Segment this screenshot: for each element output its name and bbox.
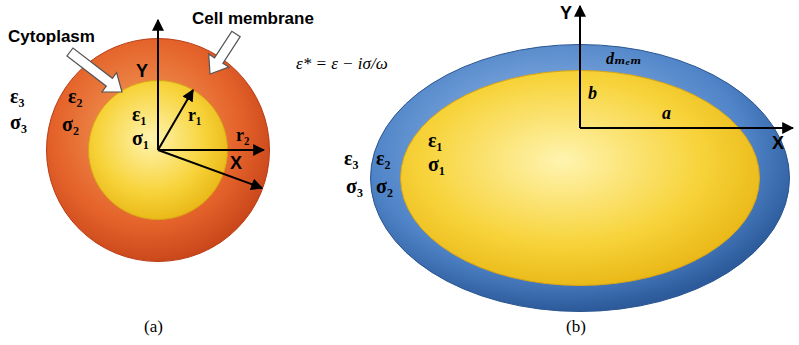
radius-label: r₁	[188, 106, 201, 124]
semi-axis-label: a	[662, 104, 671, 122]
axes-b	[580, 6, 793, 128]
permittivity-label: ε₃	[10, 86, 25, 106]
property-label: σ₁	[428, 154, 445, 174]
property-label: ε₂	[376, 148, 391, 168]
pointer-arrow	[67, 48, 122, 92]
property-label: ε₁	[132, 104, 147, 124]
permittivity-label: ε₃	[344, 148, 359, 168]
pointer-arrow	[209, 31, 241, 74]
property-label: dₘₑₘ	[606, 51, 642, 67]
y-axis	[157, 20, 159, 150]
radius-label: r₂	[236, 126, 249, 144]
x-axis	[580, 127, 793, 129]
conductivity-label: σ₃	[10, 112, 27, 132]
panel-label: (b)	[566, 318, 586, 335]
part-label: Cell membrane	[192, 10, 314, 27]
axis-label: X	[230, 154, 242, 172]
property-label: σ₂	[62, 114, 79, 134]
axis-label: X	[772, 134, 784, 152]
equation: ε* = ε − iσ/ω	[296, 55, 388, 72]
property-label: ε₂	[68, 86, 83, 106]
axis-label: Y	[560, 4, 572, 22]
axis-label: Y	[136, 62, 148, 80]
radius-arrow	[158, 150, 262, 188]
property-label: σ₁	[132, 128, 149, 148]
axes-a	[158, 20, 264, 188]
y-axis	[579, 6, 581, 128]
conductivity-label: σ₃	[346, 176, 363, 196]
property-label: σ₂	[376, 176, 393, 196]
semi-axis-label: b	[588, 84, 597, 102]
part-label: Cytoplasm	[8, 28, 95, 45]
panel-label: (a)	[144, 318, 163, 335]
x-axis	[158, 149, 264, 151]
radius-arrow	[158, 90, 193, 150]
property-label: ε₁	[428, 130, 443, 150]
